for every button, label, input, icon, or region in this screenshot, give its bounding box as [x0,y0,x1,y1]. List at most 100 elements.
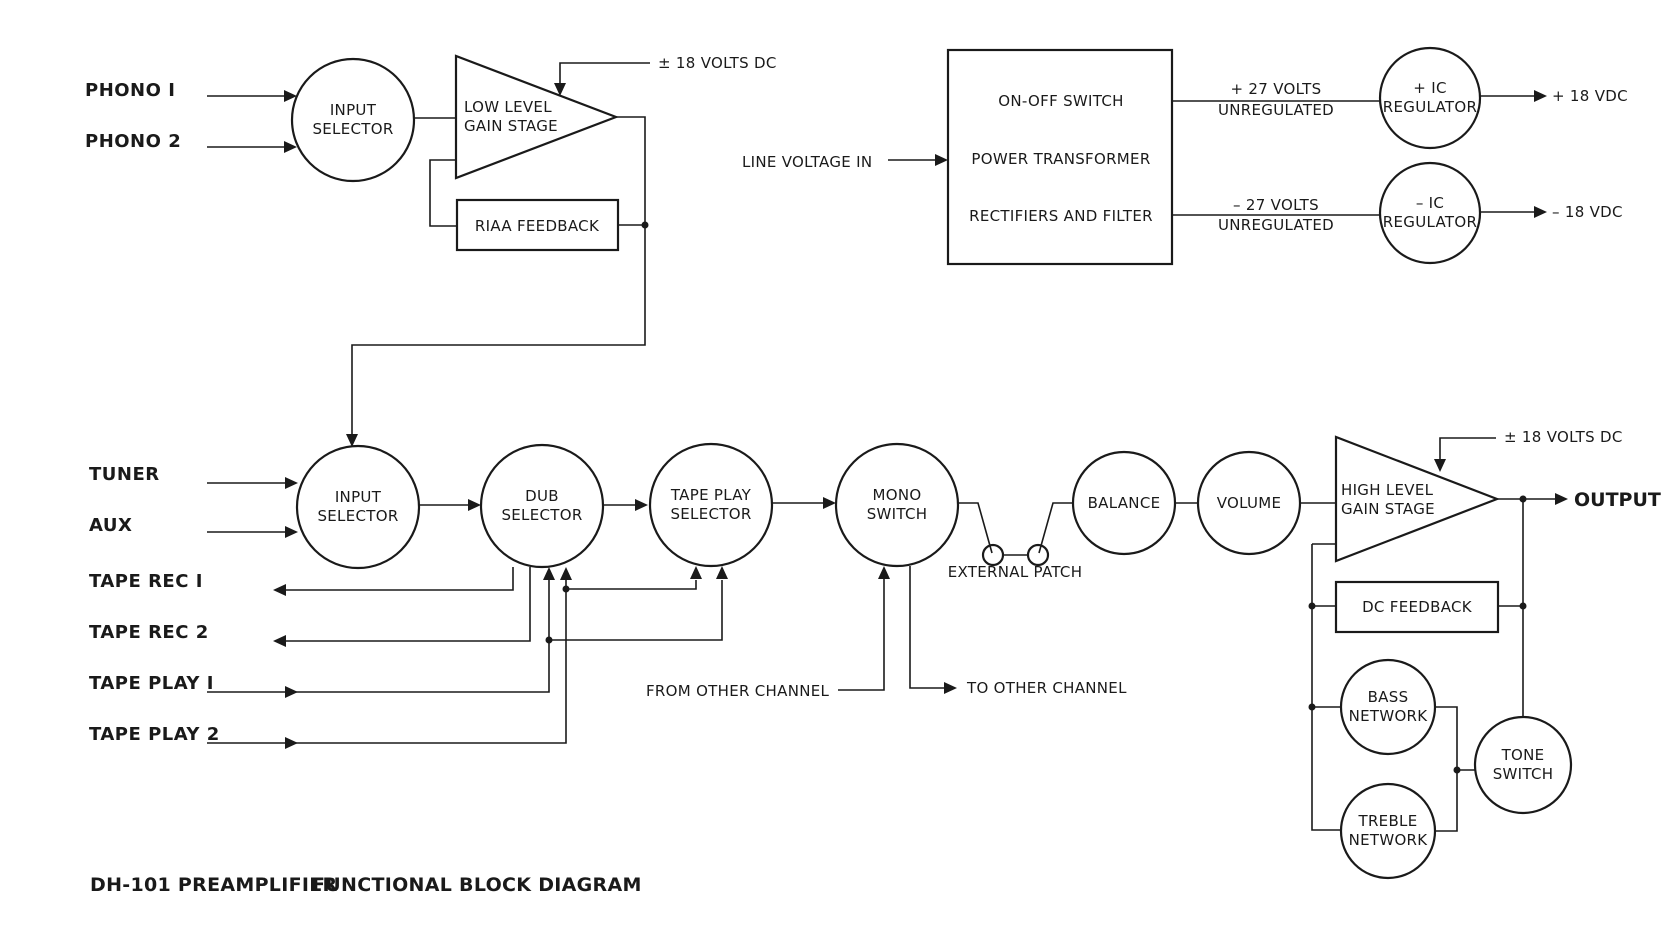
tape-play-selector-line2: SELECTOR [670,505,751,523]
dub-selector-line1: DUB [525,487,559,505]
power-supply-section: LINE VOLTAGE IN ON-OFF SWITCH POWER TRAN… [742,46,1628,266]
pos-unreg-line2: UNREGULATED [1218,101,1334,119]
bass-network-line1: BASS [1368,688,1409,706]
mono-switch-line1: MONO [873,486,922,504]
pos-regulator-line2: REGULATOR [1383,98,1477,116]
phono1-arrow [284,90,297,102]
patch-in-wire [1038,502,1073,554]
phono-supply-wire [559,62,650,84]
low-level-gain-line1: LOW LEVEL [464,98,552,116]
phono2-arrow [284,141,297,153]
mono-switch-line2: SWITCH [867,505,928,523]
pos-unreg-line1: + 27 VOLTS [1231,80,1322,98]
aux-arrow [285,526,298,538]
tape-play2-wire [207,580,567,744]
dc-feedback-label: DC FEEDBACK [1362,598,1473,616]
caption-title: FUNCTIONAL BLOCK DIAGRAM [312,874,642,896]
power-supply-box [946,48,1174,266]
tape-play2-arrow [285,737,298,749]
tape-rec1-label: TAPE REC I [89,571,203,592]
tape-play2-tap-arrow [690,566,702,579]
phono-input-selector-line1: INPUT [330,101,377,119]
tape-play2-tap [566,580,697,590]
phono-supply-label: ± 18 VOLTS DC [658,54,777,72]
dc-feedback-junction-right [1519,602,1527,610]
tone-switch [1473,715,1573,815]
patch-jack-out [981,543,1005,567]
low-level-gain-line2: GAIN STAGE [464,117,558,135]
tape-play2-label: TAPE PLAY 2 [89,724,220,745]
tape-play1-tap-arrow [716,566,728,579]
phono-supply-arrow [554,83,566,96]
phono1-label: PHONO I [85,80,175,101]
from-other-channel-arrow [878,566,890,579]
volume-label: VOLUME [1217,494,1282,512]
tape-rec2-arrow [273,635,286,647]
line-section: TUNER AUX TAPE REC I TAPE REC 2 TAPE PLA… [89,428,1661,880]
on-off-switch-label: ON-OFF SWITCH [998,92,1123,110]
balance-label: BALANCE [1088,494,1161,512]
pos-regulator-line1: + IC [1413,79,1446,97]
tape-play-selector [648,442,774,568]
riaa-junction [641,221,649,229]
patch-out-wire [958,502,993,554]
tuner-label: TUNER [89,464,160,485]
neg-out-label: – 18 VDC [1552,203,1623,221]
line-supply-arrow [1434,459,1446,472]
tape-play2-up-arrow [560,567,572,580]
to-other-channel-wire [909,566,944,689]
tape-rec1-wire [285,567,514,591]
to-other-channel-label: TO OTHER CHANNEL [966,679,1127,697]
power-transformer-label: POWER TRANSFORMER [971,150,1150,168]
tape-play1-wire [207,580,550,693]
line-input-selector [295,444,421,570]
tape-play1-up-arrow [543,567,555,580]
phono2-label: PHONO 2 [85,131,181,152]
line-input-selector-line2: SELECTOR [317,507,398,525]
phono-output-wire [351,116,646,435]
tape-to-mono-arrow [823,497,836,509]
high-level-gain-stage [1334,435,1501,563]
input-to-dub-arrow [468,499,481,511]
phono-section: PHONO I PHONO 2 INPUT SELECTOR LOW LEVEL… [85,54,777,447]
tone-switch-line2: SWITCH [1493,765,1554,783]
mono-switch [834,442,960,568]
neg-ic-regulator [1378,161,1482,265]
dub-to-tape-arrow [635,499,648,511]
treble-network-line2: NETWORK [1349,831,1429,849]
tape-play1-label: TAPE PLAY I [89,673,214,694]
bass-network-line2: NETWORK [1349,707,1429,725]
neg-unreg-line1: – 27 VOLTS [1233,196,1319,214]
line-voltage-arrow [935,154,948,166]
output-arrow [1555,493,1568,505]
tape-play1-arrow [285,686,298,698]
line-supply-wire [1439,437,1496,460]
tuner-arrow [285,477,298,489]
to-other-channel-arrow [944,682,957,694]
dc-feedback-box [1334,580,1500,634]
high-level-gain-line2: GAIN STAGE [1341,500,1435,518]
rectifiers-label: RECTIFIERS AND FILTER [969,207,1153,225]
high-level-gain-line1: HIGH LEVEL [1341,481,1434,499]
pos-out-label: + 18 VDC [1552,87,1628,105]
external-patch-label: EXTERNAL PATCH [948,563,1083,581]
dub-selector-line2: SELECTOR [501,506,582,524]
tape-play-selector-line1: TAPE PLAY [670,486,752,504]
from-other-channel-wire [838,578,885,691]
riaa-feedback-label: RIAA FEEDBACK [475,217,600,235]
neg-unreg-line2: UNREGULATED [1218,216,1334,234]
feedback-left-bus [1311,544,1342,831]
line-supply-label: ± 18 VOLTS DC [1504,428,1623,446]
riaa-return-wire [429,159,457,227]
neg-out-arrow [1534,206,1547,218]
aux-label: AUX [89,515,132,536]
phono-input-selector [290,57,416,183]
bass-feed-junction [1308,703,1316,711]
tape-rec1-arrow [273,584,286,596]
tape-play1-tap [549,580,723,641]
from-other-channel-label: FROM OTHER CHANNEL [646,682,830,700]
output-label: OUTPUT [1574,489,1661,511]
line-voltage-label: LINE VOLTAGE IN [742,153,872,171]
neg-regulator-line2: REGULATOR [1383,213,1477,231]
